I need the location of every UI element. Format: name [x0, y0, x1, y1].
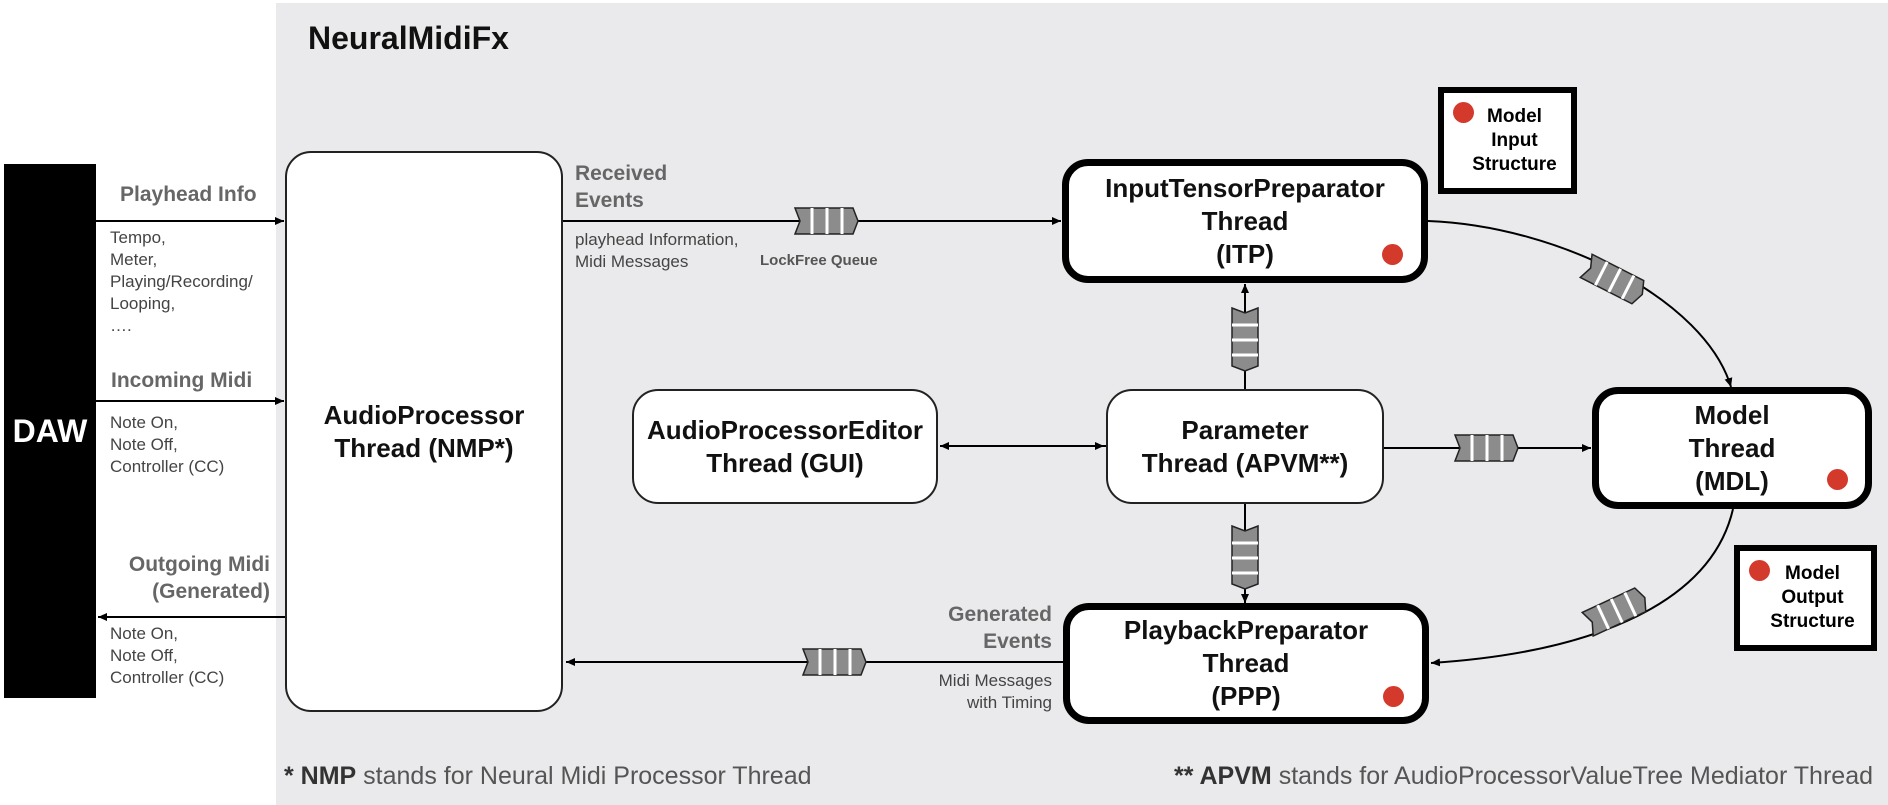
nmp-label: AudioProcessor Thread (NMP*) — [323, 399, 525, 463]
marker-dot — [1383, 686, 1404, 707]
ppp-node: PlaybackPreparator Thread (PPP) — [1063, 603, 1429, 724]
nmp-abbreviation: * NMP — [284, 762, 357, 790]
incoming-midi-details: Note On, Note Off, Controller (CC) — [110, 413, 225, 476]
itp-mdl-arrow — [1427, 220, 1733, 388]
nmp-footnote: * NMP stands for Neural Midi Processor T… — [284, 762, 812, 791]
received-events-details: playhead Information, Midi Messages — [575, 230, 739, 271]
generated-events-label: Generated Events — [948, 603, 1052, 653]
ppp-label: PlaybackPreparator Thread (PPP) — [1123, 615, 1369, 711]
queue-icon — [801, 647, 868, 677]
model-output-structure-legend: Model Output Structure — [1734, 545, 1877, 651]
apvm-label: Parameter Thread (APVM**) — [1141, 414, 1349, 478]
queue-icon — [1230, 306, 1260, 373]
gui-node: AudioProcessorEditor Thread (GUI) — [632, 389, 938, 504]
queue-icon — [1453, 433, 1520, 463]
model-input-structure-legend: Model Input Structure — [1438, 87, 1577, 194]
model-input-structure-label: Model Input Structure — [1472, 105, 1557, 175]
marker-dot — [1453, 102, 1474, 123]
outgoing-midi-details: Note On, Note Off, Controller (CC) — [110, 624, 225, 687]
diagram-title: NeuralMidiFx — [308, 20, 509, 56]
queue-icon — [793, 206, 860, 236]
apvm-footnote: ** APVM stands for AudioProcessorValueTr… — [1174, 762, 1873, 791]
apvm-node: Parameter Thread (APVM**) — [1106, 389, 1384, 504]
queue-icon — [1230, 524, 1260, 591]
queue-icon — [1578, 252, 1650, 308]
model-output-structure-label: Model Output Structure — [1770, 563, 1855, 632]
marker-dot — [1827, 469, 1848, 490]
marker-dot — [1382, 244, 1403, 265]
apvm-footnote-text: stands for AudioProcessorValueTree Media… — [1271, 762, 1873, 790]
outgoing-midi-label: Outgoing Midi (Generated) — [128, 553, 270, 603]
itp-label: InputTensorPreparator Thread (ITP) — [1105, 172, 1385, 269]
playhead-info-details: Tempo, Meter, Playing/Recording/ Looping… — [110, 228, 253, 335]
incoming-midi-label: Incoming Midi — [111, 369, 253, 392]
playhead-info-label: Playhead Info — [120, 183, 257, 206]
mdl-label: Model Thread (MDL) — [1688, 399, 1776, 496]
gui-label: AudioProcessorEditor Thread (GUI) — [647, 414, 923, 478]
nmp-node: AudioProcessor Thread (NMP*) — [285, 151, 563, 712]
itp-node: InputTensorPreparator Thread (ITP) — [1062, 159, 1428, 283]
apvm-abbreviation: ** APVM — [1174, 762, 1272, 790]
generated-events-details: Midi Messages with Timing — [938, 671, 1052, 712]
received-events-label: Received Events — [575, 162, 668, 212]
mdl-ppp-arrow — [1430, 508, 1734, 667]
lockfree-queue-label: LockFree Queue — [760, 252, 878, 269]
queue-icon — [1580, 584, 1652, 638]
marker-dot — [1749, 560, 1770, 581]
mdl-node: Model Thread (MDL) — [1592, 387, 1872, 509]
nmp-footnote-text: stands for Neural Midi Processor Thread — [356, 762, 812, 790]
daw-block: DAW — [4, 164, 96, 698]
